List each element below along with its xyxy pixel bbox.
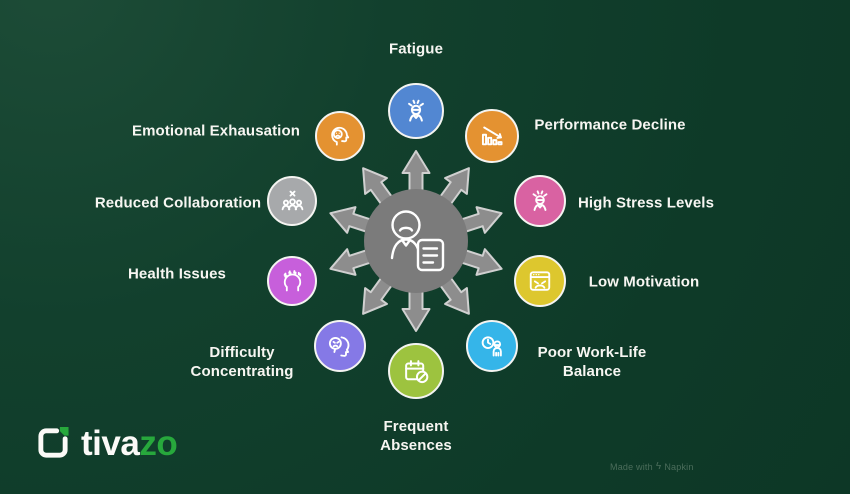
hub-diagram xyxy=(329,150,503,332)
napkin-watermark: Made with ϟ Napkin xyxy=(610,461,694,473)
watermark-text: Made with xyxy=(610,462,653,472)
node-emotional-exhausation xyxy=(314,110,365,161)
node-poor-work-life-balance xyxy=(466,320,519,373)
head-lightning-icon xyxy=(283,269,301,292)
node-low-motivation xyxy=(513,255,566,308)
hub-circle xyxy=(364,189,468,293)
stressed-person-icon xyxy=(532,190,548,211)
label-reduced-collaboration: Reduced Collaboration xyxy=(94,194,262,212)
label-high-stress-levels: High Stress Levels xyxy=(577,194,715,212)
label-frequent-absences: Frequent Absences xyxy=(380,417,452,454)
team-x-icon xyxy=(281,190,304,211)
node-health-issues xyxy=(267,256,318,307)
logo-text-green: zo xyxy=(139,423,178,463)
label-health-issues: Health Issues xyxy=(127,265,227,283)
tivazo-logo-text: tivazo xyxy=(81,423,178,463)
logo-text-white: tiva xyxy=(81,423,140,463)
watermark-brand: Napkin xyxy=(664,462,694,472)
tivazo-logo: tivazo xyxy=(34,423,178,463)
node-performance-decline xyxy=(465,108,520,163)
node-fatigue xyxy=(388,83,444,139)
tivazo-logo-icon xyxy=(38,426,69,458)
node-difficulty-concentrating xyxy=(313,320,366,373)
label-low-motivation: Low Motivation xyxy=(588,273,700,291)
node-high-stress-levels xyxy=(513,174,566,227)
person-report-icon xyxy=(390,210,445,272)
label-difficulty-concentrating: Difficulty Concentrating xyxy=(190,343,294,380)
label-poor-work-life-balance: Poor Work-Life Balance xyxy=(537,343,647,380)
sad-thought-head-icon xyxy=(328,336,350,357)
label-emotional-exhausation: Emotional Exhausation xyxy=(132,122,300,140)
napkin-icon: ϟ xyxy=(655,461,662,472)
node-frequent-absences xyxy=(388,343,444,399)
stressed-person-icon xyxy=(408,99,424,122)
label-fatigue: Fatigue xyxy=(388,40,444,58)
node-reduced-collaboration xyxy=(267,175,318,226)
clock-person-icon xyxy=(482,336,503,357)
angry-window-icon xyxy=(529,271,550,291)
declining-chart-icon xyxy=(481,126,503,146)
calendar-blocked-icon xyxy=(405,360,429,384)
sad-head-profile-icon xyxy=(331,127,350,146)
label-performance-decline: Performance Decline xyxy=(534,116,686,134)
